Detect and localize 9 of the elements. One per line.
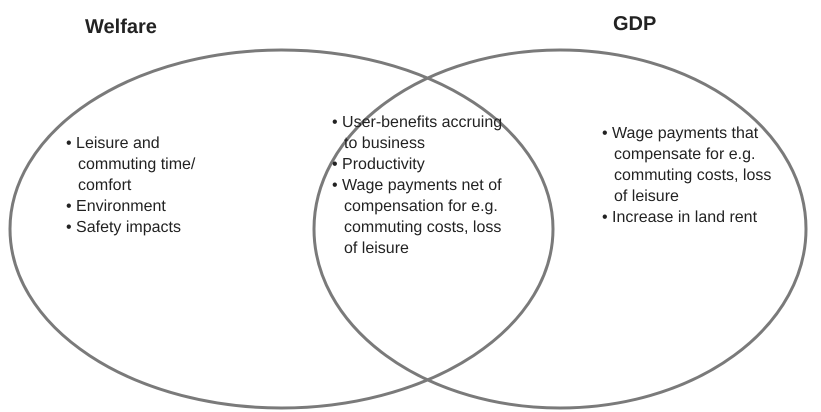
- set-heading: GDP: [613, 13, 656, 36]
- bullet-text: • Wage payments net of compensation for e.g. commuting costs, loss of leisure: [332, 176, 503, 259]
- set-heading: Welfare: [85, 16, 157, 39]
- bullet-text: • Productivity: [332, 155, 426, 175]
- bullet-text: • Increase in land rent: [602, 208, 758, 228]
- bullet-text: • Wage payments that compensate for e.g. commuting costs, loss of leisure: [602, 124, 772, 207]
- bullet-text: • Environment: [66, 197, 167, 217]
- bullet-text: • Safety impacts: [66, 218, 182, 238]
- bullet-text: • Leisure and commuting time/ comfort: [66, 134, 196, 196]
